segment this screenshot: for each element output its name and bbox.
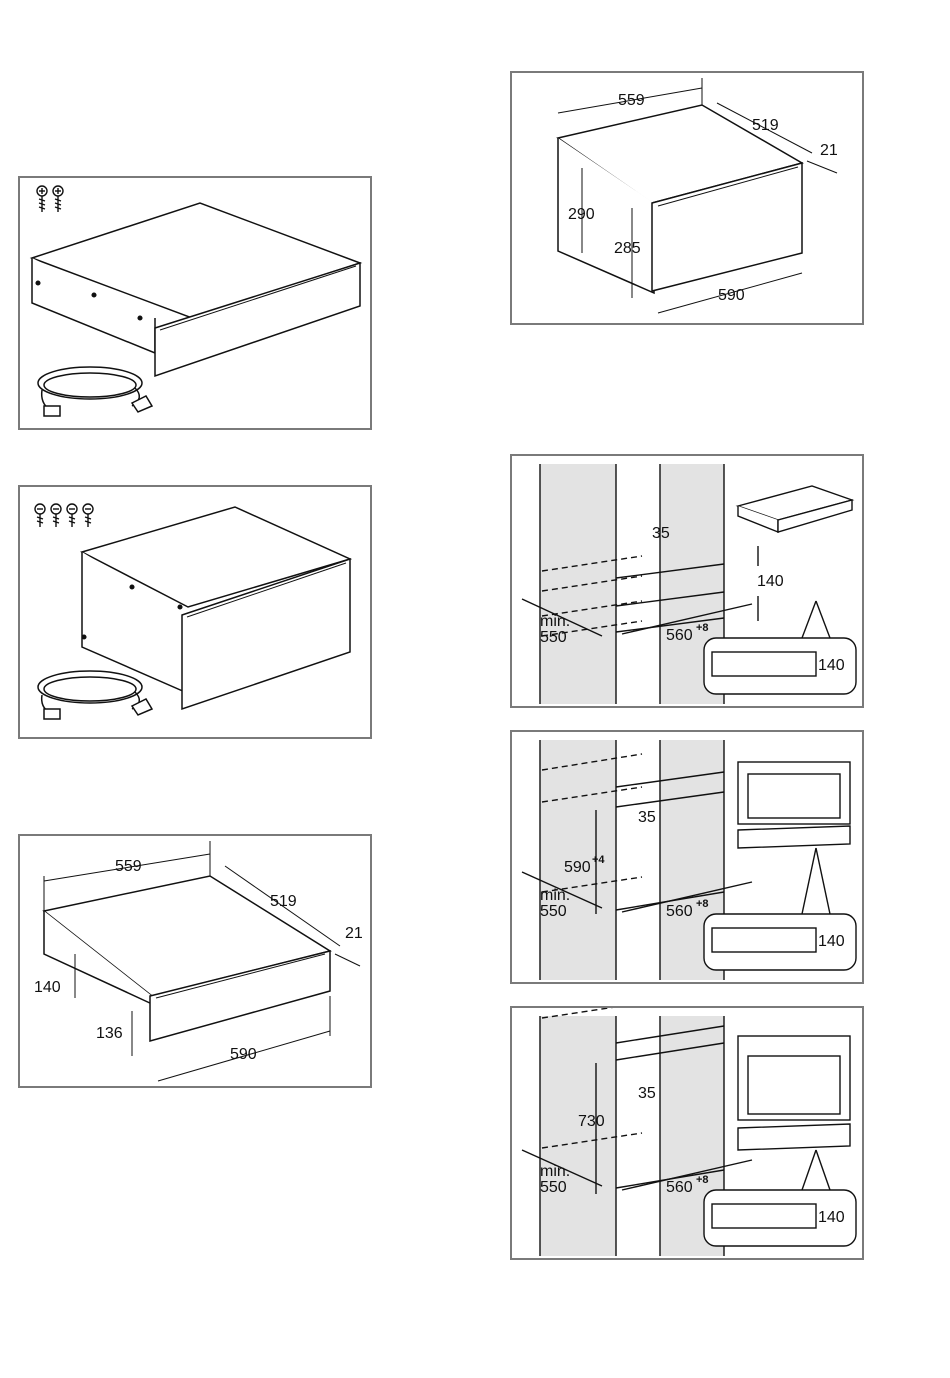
screw-icon	[83, 504, 93, 527]
panel-drawer-low-contents	[18, 176, 372, 430]
dim-niche-height: 140	[757, 573, 784, 590]
dim-width: 559	[618, 92, 645, 109]
panel-drawer-low-dimensions: 559 519 21 140 136 590	[18, 834, 372, 1088]
dim-niche-height-tol: +4	[592, 854, 605, 866]
screw-icon	[51, 504, 61, 527]
power-cable-icon	[38, 671, 152, 719]
installation-drawing-140: 35 140 min. 550 560 +8 140	[512, 456, 862, 706]
panel-drawer-tall-contents	[18, 485, 372, 739]
dim-height-front: 285	[614, 240, 641, 257]
label-min: min.	[540, 613, 570, 630]
label-min: min.	[540, 1163, 570, 1180]
dim-depth: 519	[270, 893, 297, 910]
screw-icon	[53, 186, 63, 212]
installation-drawing-730: 35 730 min. 550 560 +8 140	[512, 1008, 862, 1258]
screw-icon	[35, 504, 45, 527]
dim-niche-width: 560	[666, 1179, 693, 1196]
dim-niche-width-tol: +8	[696, 898, 709, 910]
dim-niche-width: 560	[666, 627, 693, 644]
dim-width: 559	[115, 858, 142, 875]
drawer-low-illustration	[20, 178, 370, 428]
dim-detail-height: 140	[818, 1209, 845, 1226]
dim-detail-height: 140	[818, 657, 845, 674]
drawer-body	[82, 507, 350, 709]
panel-drawer-tall-dimensions: 559 519 21 290 285 590	[510, 71, 864, 325]
drawer-tall-dimension-drawing: 559 519 21 290 285 590	[512, 73, 862, 323]
screw-icon	[37, 186, 47, 212]
panel-installation-under-worktop: 35 140 min. 550 560 +8 140	[510, 454, 864, 708]
dim-gap: 35	[638, 809, 656, 826]
drawer-product-icon	[738, 486, 852, 532]
oven-icon	[738, 1036, 850, 1150]
dim-gap: 35	[652, 525, 670, 542]
power-cable-icon	[38, 367, 152, 416]
dim-front-width: 590	[230, 1046, 257, 1063]
dim-min-depth: 550	[540, 1179, 567, 1196]
dim-height-side: 140	[34, 979, 61, 996]
panel-installation-oven: 35 730 min. 550 560 +8 140	[510, 1006, 864, 1260]
dim-niche-height: 730	[578, 1113, 605, 1130]
drawer-body	[32, 203, 360, 376]
dim-front: 21	[820, 142, 838, 159]
drawer-low-dimension-drawing: 559 519 21 140 136 590	[20, 836, 370, 1086]
drawer-tall-illustration	[20, 487, 370, 737]
dim-height-side: 290	[568, 206, 595, 223]
dim-detail-height: 140	[818, 933, 845, 950]
screw-icon	[67, 504, 77, 527]
label-min: min.	[540, 887, 570, 904]
dim-niche-width-tol: +8	[696, 622, 709, 634]
dim-niche-width: 560	[666, 903, 693, 920]
panel-installation-compact-appliance: 35 590 +4 min. 550 560 +8 140	[510, 730, 864, 984]
dim-height-front: 136	[96, 1025, 123, 1042]
dim-front: 21	[345, 925, 363, 942]
detail-callout	[704, 848, 856, 970]
dim-min-depth: 550	[540, 903, 567, 920]
dim-gap: 35	[638, 1085, 656, 1102]
dim-front-width: 590	[718, 287, 745, 304]
dim-niche-width-tol: +8	[696, 1174, 709, 1186]
installation-drawing-590: 35 590 +4 min. 550 560 +8 140	[512, 732, 862, 982]
detail-callout	[704, 1150, 856, 1246]
dim-min-depth: 550	[540, 629, 567, 646]
dim-niche-height: 590	[564, 859, 591, 876]
detail-callout	[704, 601, 856, 694]
dim-depth: 519	[752, 117, 779, 134]
compact-oven-icon	[738, 762, 850, 848]
